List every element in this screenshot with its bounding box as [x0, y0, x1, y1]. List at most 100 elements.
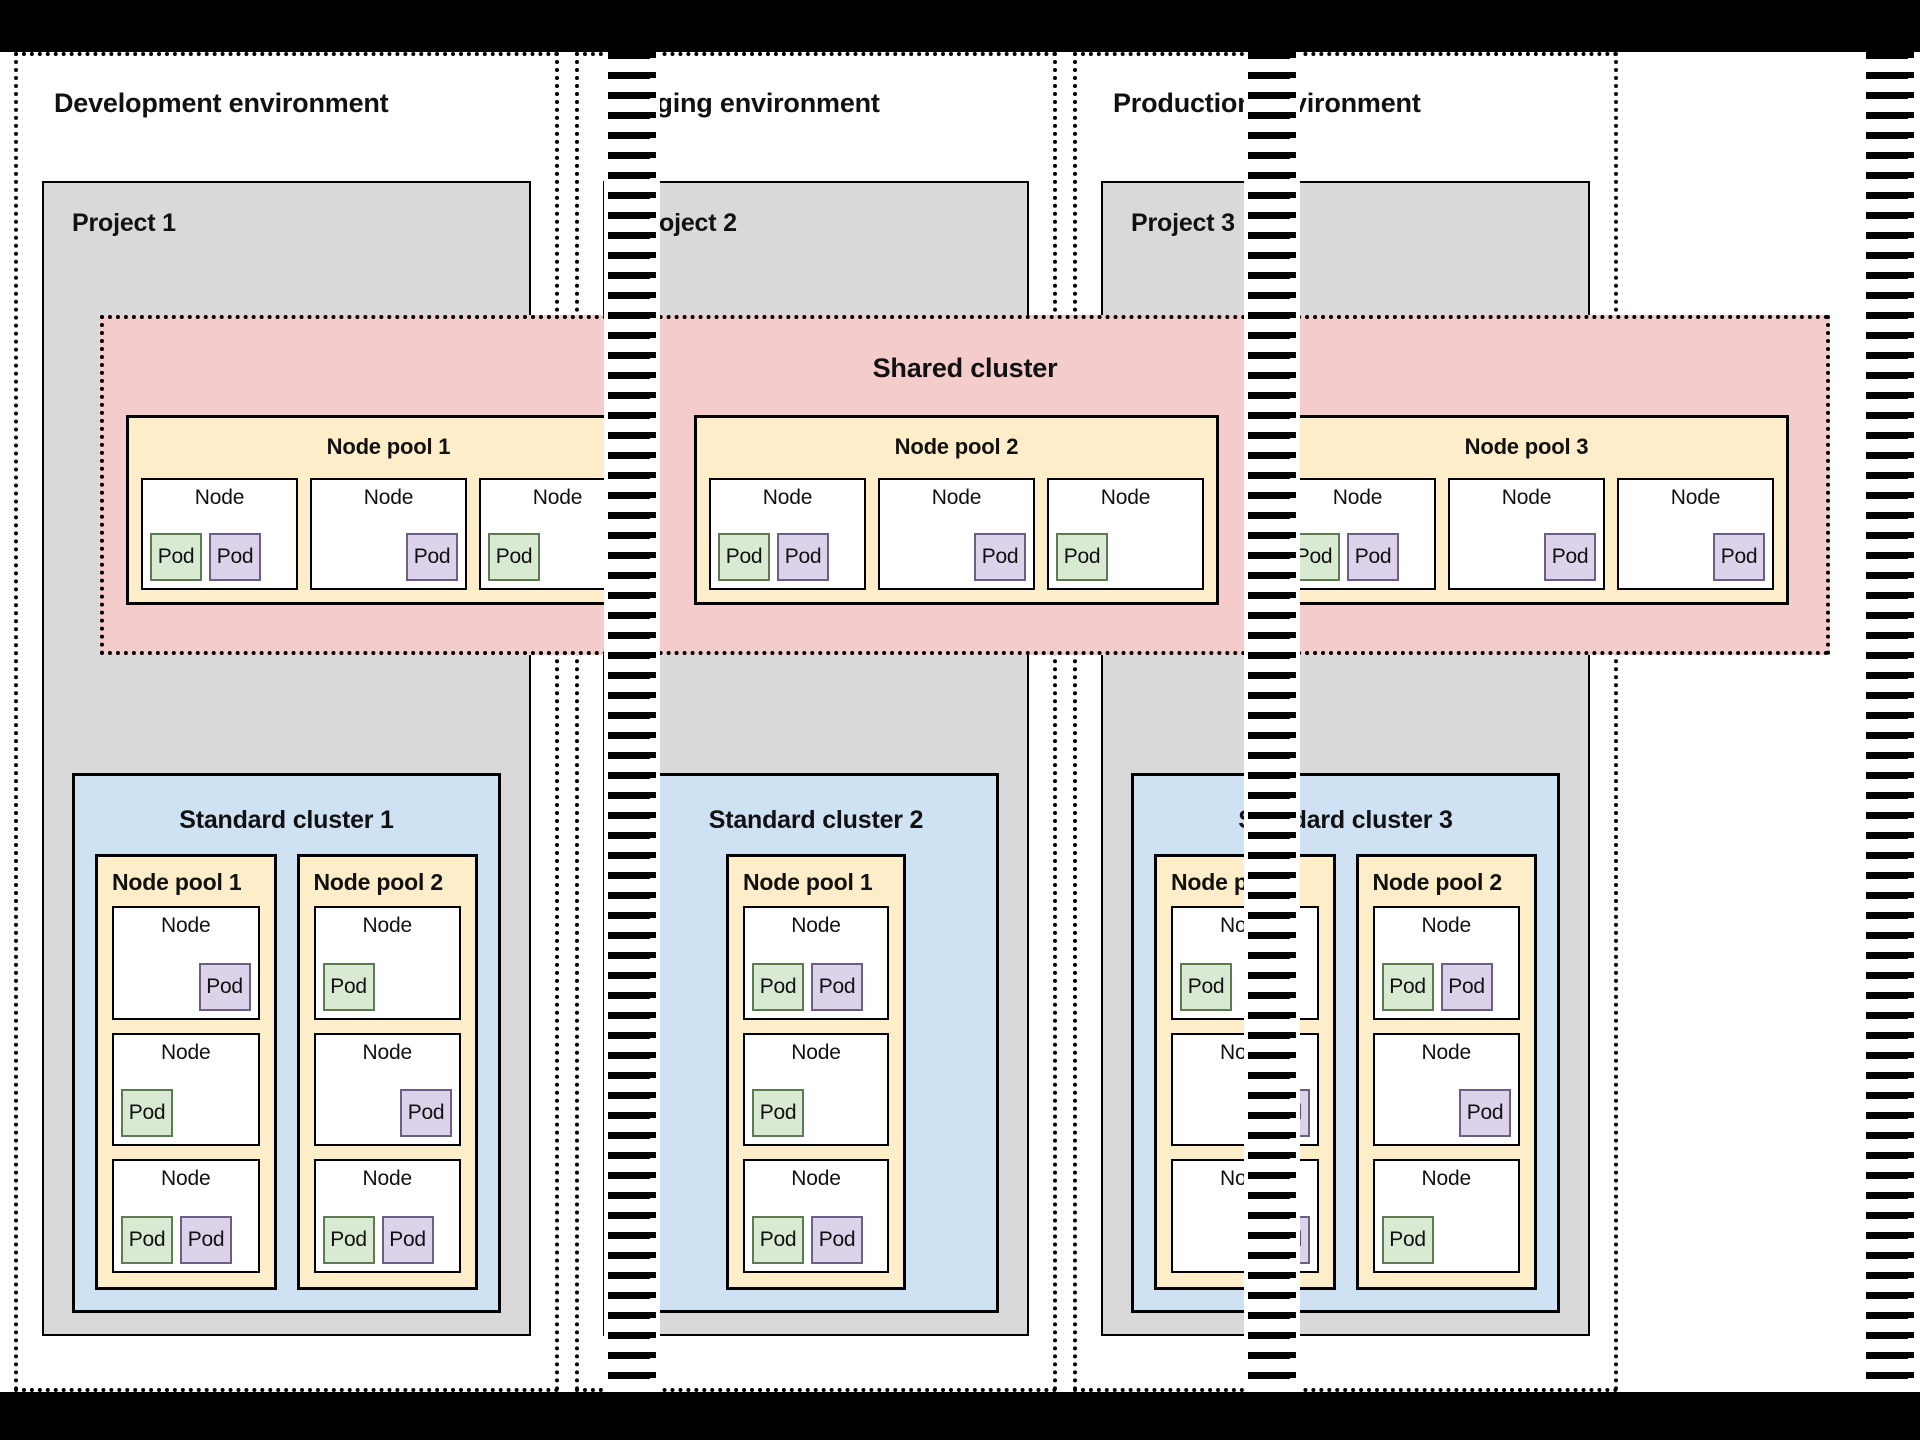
pod-purple: Pod [811, 962, 863, 1011]
node-label: Node [762, 486, 813, 509]
pod-row: Pod [1626, 533, 1765, 581]
pod-green: Pod [1381, 1216, 1434, 1265]
pod-row: Pod [752, 1089, 880, 1138]
pod-row: Pod [121, 1089, 251, 1138]
pod-purple: Pod [1440, 962, 1493, 1011]
pod-green: Pod [1180, 962, 1232, 1011]
dotted-edge [1290, 52, 1296, 1392]
pod-row: Pod [488, 533, 627, 581]
pod-purple: Pod [1544, 533, 1596, 581]
node-label: Node [194, 486, 245, 509]
node-label: Node [791, 1040, 841, 1064]
pod-green: Pod [121, 1089, 173, 1138]
environment-production: Production environment Project 3 Standar… [1073, 52, 1618, 1392]
project-box: Project 2 Standard cluster 2 Node pool 1… [603, 181, 1029, 1336]
divider-staging-prod [1244, 52, 1300, 1392]
node-pool-title: Node pool 2 [1372, 869, 1503, 895]
node-label: Node [362, 1167, 413, 1191]
pod-row: Pod [1382, 1089, 1511, 1138]
pod-row: Pod [323, 1089, 452, 1138]
node-label: Node [1670, 486, 1721, 509]
node-pool-title: Node pool 3 [1464, 434, 1589, 459]
pod-row: Pod [1056, 533, 1195, 581]
standard-cluster-title: Standard cluster 3 [1238, 806, 1453, 834]
pod-green: Pod [322, 1216, 375, 1265]
bottom-band [0, 1392, 1920, 1440]
node-label: Node [161, 914, 211, 937]
standard-cluster-3: Standard cluster 3 Node pool 1NodePodNod… [1131, 773, 1560, 1313]
project-title: Project 3 [1131, 209, 1235, 237]
pod-purple: Pod [1347, 533, 1399, 581]
node-label: Node [363, 486, 414, 509]
node-label: Node [1421, 1040, 1472, 1064]
pod-row: Pod [319, 533, 458, 581]
node-label: Node [791, 1167, 841, 1191]
pod-green: Pod [1381, 962, 1434, 1011]
node-label: Node [931, 486, 982, 509]
standard-cluster-title: Standard cluster 1 [179, 806, 394, 834]
pod-purple: Pod [209, 533, 261, 581]
ladder-bars [1866, 52, 1908, 1392]
pod-purple: Pod [974, 533, 1026, 581]
top-band [0, 0, 1920, 52]
node-label: Node [1332, 486, 1383, 509]
node-pool-title: Node pool 1 [743, 869, 873, 895]
node-label: Node [1100, 486, 1151, 509]
pod-purple: Pod [777, 533, 829, 581]
pod-row: Pod [1457, 533, 1596, 581]
pod-green: Pod [322, 962, 375, 1011]
pod-green: Pod [752, 1089, 804, 1138]
ladder-bars [608, 52, 650, 1392]
pod-row: Pod [887, 533, 1026, 581]
node-label: Node [1501, 486, 1552, 509]
pod-green: Pod [488, 533, 540, 581]
pod-purple: Pod [381, 1216, 434, 1265]
standard-cluster-node-pools: Node pool 1NodePodNodePodNodePodNode poo… [1154, 854, 1537, 1290]
pod-purple: Pod [400, 1089, 452, 1138]
pod-purple: Pod [198, 962, 251, 1011]
pod-green: Pod [752, 962, 804, 1011]
node-label: Node [532, 486, 583, 509]
divider-right-edge [1862, 52, 1918, 1392]
ladder-bars [1248, 52, 1290, 1392]
pod-purple: Pod [1713, 533, 1765, 581]
pod-green: Pod [121, 1216, 173, 1265]
pod-purple: Pod [180, 1216, 232, 1265]
environment-staging: Staging environment Project 2 Standard c… [575, 52, 1057, 1392]
project-title: Project 1 [72, 209, 176, 237]
